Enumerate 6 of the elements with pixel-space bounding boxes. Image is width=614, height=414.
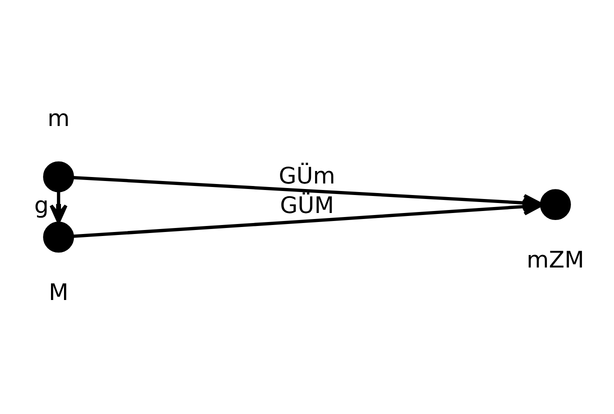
edge-label: GÜM	[280, 193, 334, 220]
node-label: m	[47, 106, 70, 132]
node-label: M	[48, 280, 68, 306]
edge-label: g	[34, 193, 49, 220]
node-label: mZM	[526, 248, 584, 274]
edge-label: GÜm	[278, 164, 336, 190]
